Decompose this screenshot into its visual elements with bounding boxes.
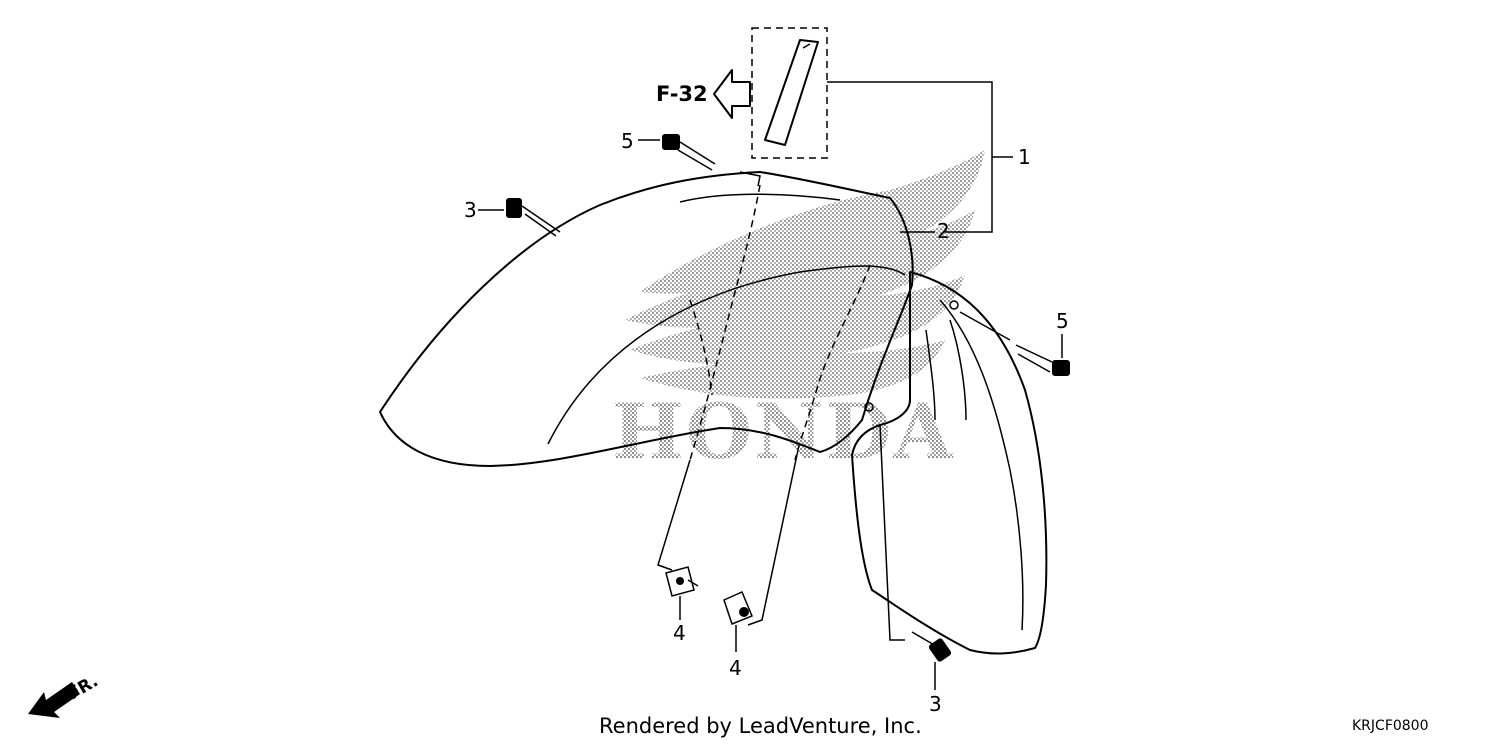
callout-1: 1 [1018,145,1031,169]
callout-4-right: 4 [729,656,742,680]
callout-5-right: 5 [1056,309,1069,333]
bolt-5-top-icon [662,134,716,171]
reference-label: F-32 [656,82,708,106]
callout-5-top: 5 [621,129,634,153]
callout-3-bottom: 3 [929,692,942,716]
callout-3-top: 3 [464,198,477,222]
clip-nut-4-right-icon [723,591,753,625]
screw-3-top-icon [506,198,561,237]
figure-code: KRJCF0800 [1352,718,1429,734]
callout-leader-lines [478,81,1063,690]
emblem-detail-box [751,27,828,159]
hollow-arrow-left-icon [713,69,751,119]
callout-2: 2 [937,219,950,243]
footer-credit: Rendered by LeadVenture, Inc. [599,714,922,738]
callout-4-left: 4 [673,621,686,645]
mount-guide-lines [689,184,871,461]
screw-3-bottom-icon [911,631,952,662]
front-fender [379,171,914,467]
honda-wing-decal [625,150,985,399]
clip-nut-4-left-icon [665,566,699,597]
bolt-5-right-icon [959,311,1070,376]
logo-wordmark: HONDA [612,387,954,476]
rear-fender-extension [851,271,1048,655]
fender-stay-legs [657,449,799,626]
solid-arrow-down-left-icon [28,682,80,718]
